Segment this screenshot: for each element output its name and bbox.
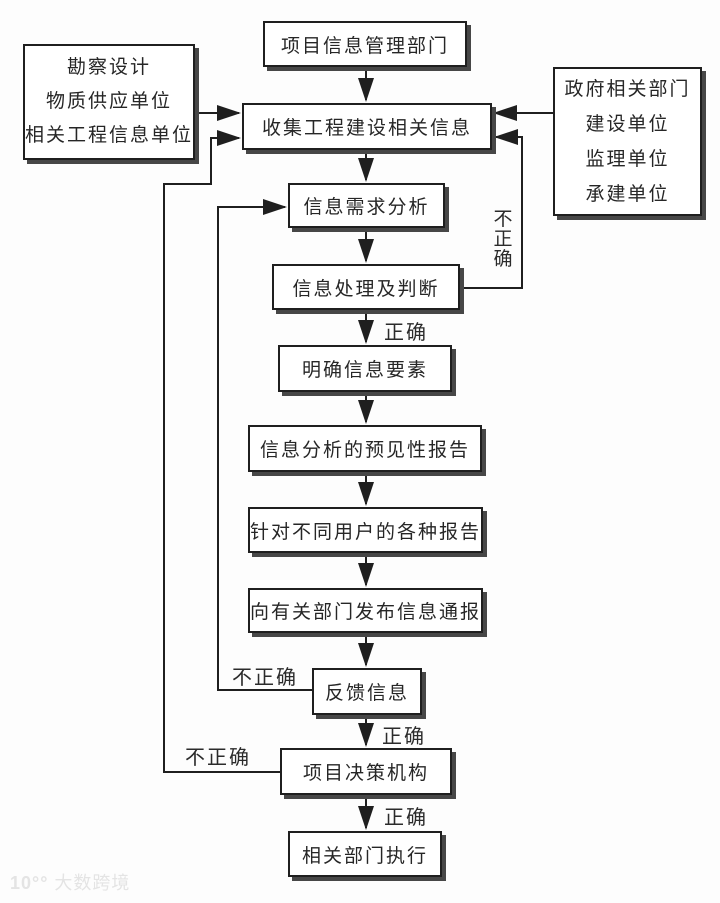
node-reports: 针对不同用户的各种报告 [248,507,483,553]
node-execute-label: 相关部门执行 [301,845,428,867]
edge-loop-feedback-to-demand [217,199,312,691]
node-right-sources-line-4: 承建单位 [585,183,670,205]
watermark-logo-icon: 10°° [10,873,49,893]
node-clarify-label: 明确信息要素 [301,360,428,381]
node-execute: 相关部门执行 [288,831,442,877]
node-collect: 收集工程建设相关信息 [242,103,492,150]
edge-loop-decision-to-collect [163,130,280,773]
node-right-sources-line-3: 监理单位 [585,148,670,170]
node-forecast-label: 信息分析的预见性报告 [259,440,470,461]
node-forecast: 信息分析的预见性报告 [248,425,482,472]
node-demand: 信息需求分析 [288,183,445,228]
node-publish: 向有关部门发布信息通报 [248,588,483,633]
node-demand-label: 信息需求分析 [303,197,430,218]
node-left-sources-line-2: 物质供应单位 [45,91,172,112]
watermark: 10°°大数跨境 [10,869,130,895]
node-right-sources-line-1: 政府相关部门 [564,78,691,100]
edge-label-correct-process: 正确 [384,322,428,344]
node-feedback-label: 反馈信息 [324,683,409,704]
edge-label-correct-decision: 正确 [384,807,428,829]
edge-loop-process-to-collect [460,129,523,289]
edge-label-incorrect-feedback: 不正确 [232,667,298,689]
node-process: 信息处理及判断 [272,264,460,310]
node-left-sources: 勘察设计 物质供应单位 相关工程信息单位 [23,44,195,160]
node-publish-label: 向有关部门发布信息通报 [250,602,482,623]
node-reports-label: 针对不同用户的各种报告 [250,521,482,543]
edge-label-incorrect-process: 不正确 [493,209,513,270]
node-left-sources-line-1: 勘察设计 [66,57,151,78]
edge-label-correct-feedback: 正确 [382,726,426,748]
node-right-sources: 政府相关部门 建设单位 监理单位 承建单位 [553,67,702,216]
node-right-sources-line-2: 建设单位 [585,113,670,135]
node-decision: 项目决策机构 [280,748,452,795]
node-decision-label: 项目决策机构 [302,763,429,784]
node-title-dept-label: 项目信息管理部门 [280,35,449,57]
node-collect-label: 收集工程建设相关信息 [261,118,472,139]
node-feedback: 反馈信息 [312,668,422,715]
node-process-label: 信息处理及判断 [292,278,440,300]
watermark-text: 大数跨境 [54,873,131,893]
node-left-sources-line-3: 相关工程信息单位 [25,125,194,146]
node-clarify: 明确信息要素 [278,345,452,392]
node-title-dept: 项目信息管理部门 [263,21,467,67]
edge-label-incorrect-decision: 不正确 [185,747,251,769]
